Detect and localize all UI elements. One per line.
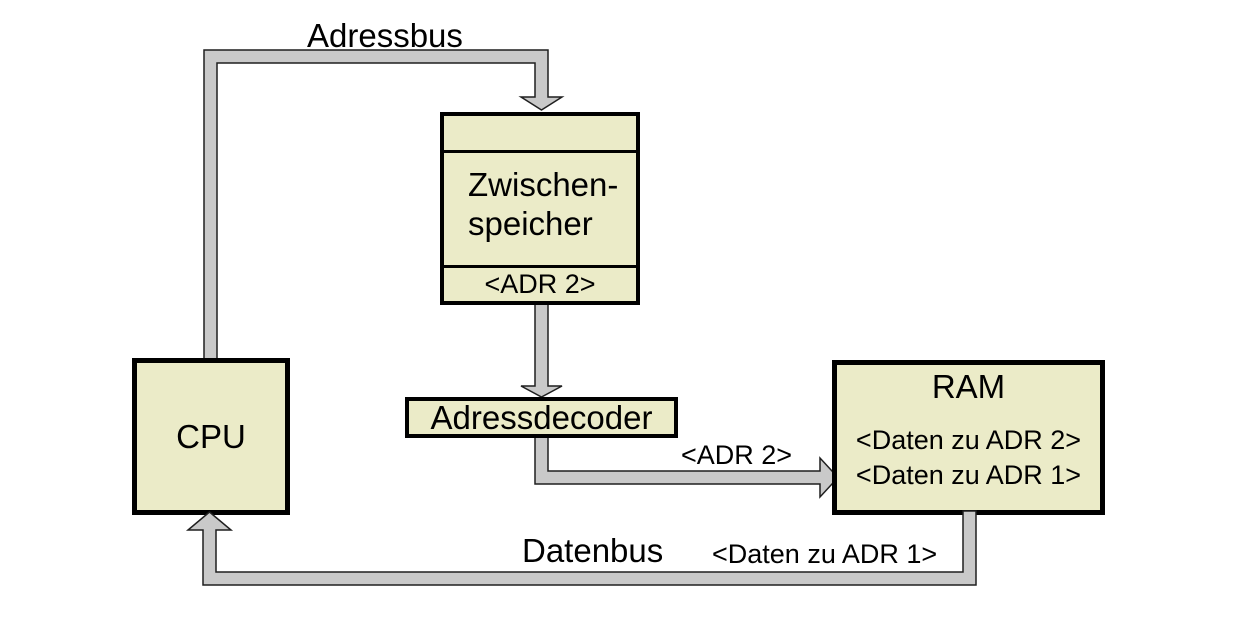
cpu-label: CPU [176,417,246,455]
adr2-bus-label: <ADR 2> [681,440,793,470]
adressdecoder-label: Adressdecoder [430,398,653,436]
ram-entry-adr1: <Daten zu ADR 1> [855,460,1082,490]
buffer-to-decoder-arrow-shape [520,302,563,398]
ram-label: RAM [931,368,1006,405]
zwischenspeicher-label-line1: Zwischen- [468,166,619,203]
datenbus-label: Datenbus [522,532,664,569]
cpu-box: CPU [132,358,290,515]
adressdecoder-box: Adressdecoder [405,397,678,438]
zwischenspeicher-value: <ADR 2> [484,269,596,299]
ram-entries: <Daten zu ADR 2> <Daten zu ADR 1> [837,423,1100,493]
adressbus-label: Adressbus [307,17,463,54]
data-bus-shape [185,510,977,586]
zwischenspeicher-empty-compartment [444,116,636,153]
zwischenspeicher-box: Zwischen- speicher <ADR 2> [440,112,640,305]
zwischenspeicher-label-line2: speicher [468,205,593,242]
ram-entry-adr2: <Daten zu ADR 2> [855,425,1082,455]
zwischenspeicher-label: Zwischen- speicher [444,153,636,268]
decoder-to-ram-arrow-shape [534,435,840,499]
daten-zu-adr1-bus-label: <Daten zu ADR 1> [712,539,938,569]
